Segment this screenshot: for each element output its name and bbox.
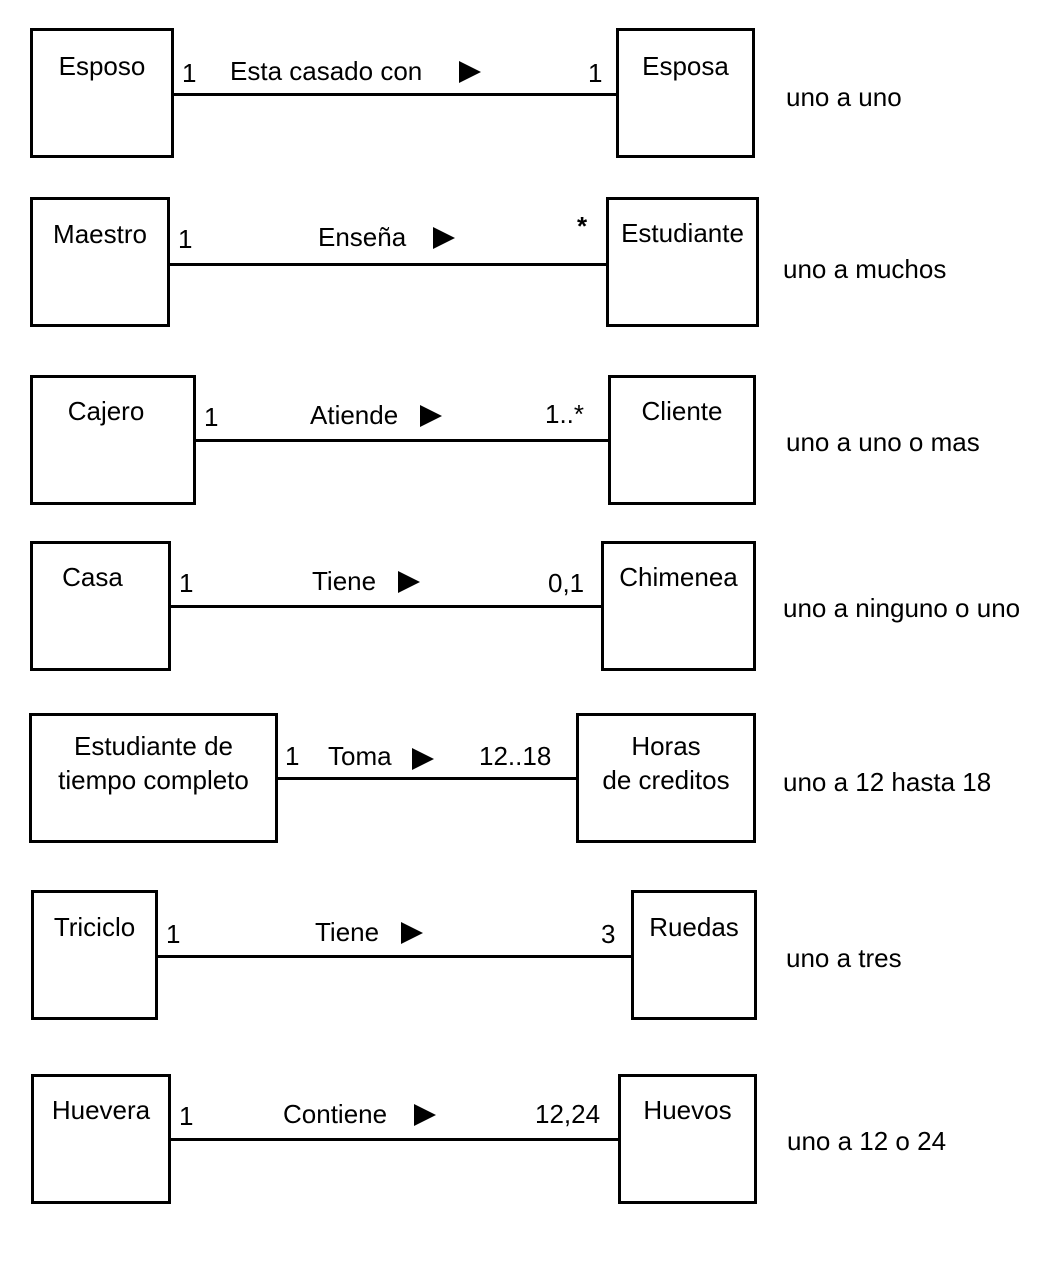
association-line <box>158 955 631 958</box>
association-line <box>171 1138 618 1141</box>
class-box-left: Casa <box>30 541 171 671</box>
multiplicity-description: uno a ninguno o uno <box>783 593 1021 623</box>
association-label: Toma <box>328 741 392 771</box>
direction-arrow-icon <box>414 1104 436 1126</box>
direction-arrow-icon <box>398 571 420 593</box>
multiplicity-description: uno a uno o mas <box>786 427 980 457</box>
class-name: Esposo <box>58 51 146 81</box>
right-multiplicity: 0,1 <box>548 568 585 598</box>
left-multiplicity: 1 <box>182 58 197 88</box>
multiplicity-description: uno a uno <box>786 82 902 112</box>
class-name: Triciclo <box>53 912 136 942</box>
multiplicity-description: uno a 12 hasta 18 <box>783 767 992 797</box>
association-label: Esta casado con <box>230 56 423 86</box>
association-row: Estudiante de tiempo completo 1 Toma 12.… <box>0 713 1056 843</box>
association-row: Maestro 1 Enseña * Estudiante uno a much… <box>0 197 1056 327</box>
association-row: Casa 1 Tiene 0,1 Chimenea uno a ninguno … <box>0 541 1056 671</box>
direction-arrow-icon <box>433 227 455 249</box>
association-label: Tiene <box>312 566 377 596</box>
right-multiplicity: 12..18 <box>479 741 552 771</box>
class-name: Estudiante <box>621 218 744 248</box>
multiplicity-description: uno a muchos <box>783 254 947 284</box>
class-name: Huevera <box>51 1095 151 1125</box>
association-label: Atiende <box>310 400 399 430</box>
association-line <box>174 93 616 96</box>
association-label: Tiene <box>315 917 380 947</box>
class-box-right: Horas de creditos <box>576 713 756 843</box>
class-box-left: Maestro <box>30 197 170 327</box>
left-multiplicity: 1 <box>178 224 193 254</box>
class-box-left: Huevera <box>31 1074 171 1204</box>
association-row: Triciclo 1 Tiene 3 Ruedas uno a tres <box>0 890 1056 1020</box>
class-box-right: Cliente <box>608 375 756 505</box>
association-label: Contiene <box>283 1099 388 1129</box>
direction-arrow-icon <box>401 922 423 944</box>
multiplicity-description: uno a tres <box>786 943 902 973</box>
right-multiplicity: 12,24 <box>535 1099 601 1129</box>
class-box-right: Chimenea <box>601 541 756 671</box>
direction-arrow-icon <box>412 748 434 770</box>
class-name: Huevos <box>643 1095 732 1125</box>
class-box-left: Esposo <box>30 28 174 158</box>
class-box-left: Triciclo <box>31 890 158 1020</box>
left-multiplicity: 1 <box>179 1101 194 1131</box>
association-line <box>196 439 608 442</box>
multiplicity-description: uno a 12 o 24 <box>787 1126 947 1156</box>
direction-arrow-icon <box>459 61 481 83</box>
right-multiplicity: * <box>577 211 588 241</box>
class-name: Cliente <box>641 396 723 426</box>
class-name: Esposa <box>642 51 729 81</box>
class-name: Casa <box>62 562 123 592</box>
left-multiplicity: 1 <box>204 402 219 432</box>
association-row: Cajero 1 Atiende 1..* Cliente uno a uno … <box>0 375 1056 505</box>
association-line <box>171 605 601 608</box>
class-box-right: Esposa <box>616 28 755 158</box>
association-label: Enseña <box>318 222 407 252</box>
class-box-right: Huevos <box>618 1074 757 1204</box>
class-box-left: Estudiante de tiempo completo <box>29 713 278 843</box>
class-box-left: Cajero <box>30 375 196 505</box>
class-box-right: Ruedas <box>631 890 757 1020</box>
class-name: Ruedas <box>649 912 739 942</box>
right-multiplicity: 3 <box>601 919 616 949</box>
class-box-right: Estudiante <box>606 197 759 327</box>
left-multiplicity: 1 <box>179 568 194 598</box>
association-row: Esposo 1 Esta casado con 1 Esposa uno a … <box>0 28 1056 158</box>
class-name: Horas de creditos <box>602 731 730 795</box>
class-name: Maestro <box>53 219 147 249</box>
direction-arrow-icon <box>420 405 442 427</box>
class-name: Cajero <box>67 396 145 426</box>
association-line <box>170 263 606 266</box>
left-multiplicity: 1 <box>285 741 300 771</box>
left-multiplicity: 1 <box>166 919 181 949</box>
class-name: Estudiante de tiempo completo <box>58 731 249 795</box>
right-multiplicity: 1..* <box>545 399 585 429</box>
class-name: Chimenea <box>619 562 738 592</box>
right-multiplicity: 1 <box>588 58 603 88</box>
association-row: Huevera 1 Contiene 12,24 Huevos uno a 12… <box>0 1074 1056 1204</box>
association-line <box>278 777 576 780</box>
